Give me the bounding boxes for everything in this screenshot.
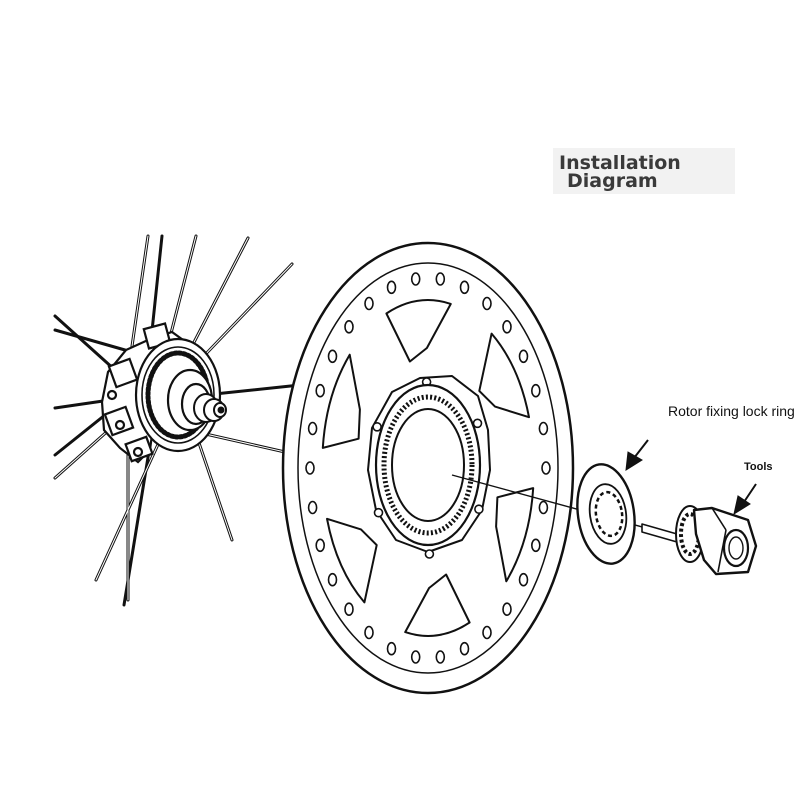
rotor-hole <box>344 319 354 334</box>
rotor-hole <box>541 461 551 475</box>
callout-lock-ring-label: Rotor fixing lock ring <box>668 403 795 419</box>
rotor-hole <box>482 625 492 640</box>
rotor-window <box>495 487 535 583</box>
title-background <box>553 148 735 194</box>
rotor-hole <box>307 421 318 436</box>
rotor-window <box>326 517 378 604</box>
rotor-spider-windows <box>321 299 535 637</box>
diagram-title-line-2: Diagram <box>567 170 658 192</box>
rotor-hole <box>435 650 446 664</box>
rotor-hole <box>538 421 549 436</box>
rotor-hole <box>502 602 512 617</box>
wheel-hub <box>53 234 302 607</box>
rotor-hole <box>530 538 541 553</box>
rotor-hole <box>344 602 354 617</box>
rotor-spline-ring <box>381 394 475 536</box>
rotor-hole <box>364 625 374 640</box>
rotor-window <box>321 353 361 449</box>
rotor-hole <box>315 383 326 398</box>
rotor-hole <box>386 641 397 656</box>
rotor-hole <box>530 383 541 398</box>
rotor-hole <box>502 319 512 334</box>
rotor-hole <box>459 280 470 295</box>
rotor-rivet <box>373 507 384 518</box>
rotor-holes <box>305 272 551 664</box>
diagram-title-line-1: Installation <box>559 152 681 174</box>
rotor-hole <box>435 272 446 286</box>
callout-tools-label: Tools <box>744 461 773 473</box>
rotor-hole <box>315 538 326 553</box>
tools-arrow <box>733 483 757 516</box>
brake-rotor <box>281 241 575 695</box>
rotor-hole <box>410 272 421 286</box>
rotor-hole <box>327 349 338 364</box>
lock-ring <box>576 463 636 565</box>
rotor-hole <box>538 500 549 515</box>
rotor-rivet <box>474 504 484 515</box>
rotor-braking-track <box>297 262 559 674</box>
rotor-window <box>385 299 452 363</box>
rotor-hole <box>327 572 338 587</box>
lock-ring-arrow <box>625 439 649 471</box>
rotor-rivet <box>372 421 382 432</box>
rotor-window <box>404 573 471 637</box>
rotor-center-bore <box>391 408 465 522</box>
rotor-rivet <box>424 549 435 559</box>
rotor-hole <box>386 280 397 295</box>
rotor-hole <box>410 650 421 664</box>
lockring-tool <box>641 505 758 576</box>
hub-rotor-mount <box>134 337 222 453</box>
hub-axle <box>193 393 227 423</box>
rotor-hole <box>518 572 529 587</box>
rotor-hole <box>518 349 529 364</box>
rotor-hole <box>305 461 315 475</box>
rotor-hole <box>459 641 470 656</box>
rotor-window <box>478 332 530 419</box>
rotor-hole <box>482 296 492 311</box>
rotor-rivets <box>372 377 484 559</box>
rotor-hole <box>364 296 374 311</box>
rotor-hole <box>307 500 318 515</box>
